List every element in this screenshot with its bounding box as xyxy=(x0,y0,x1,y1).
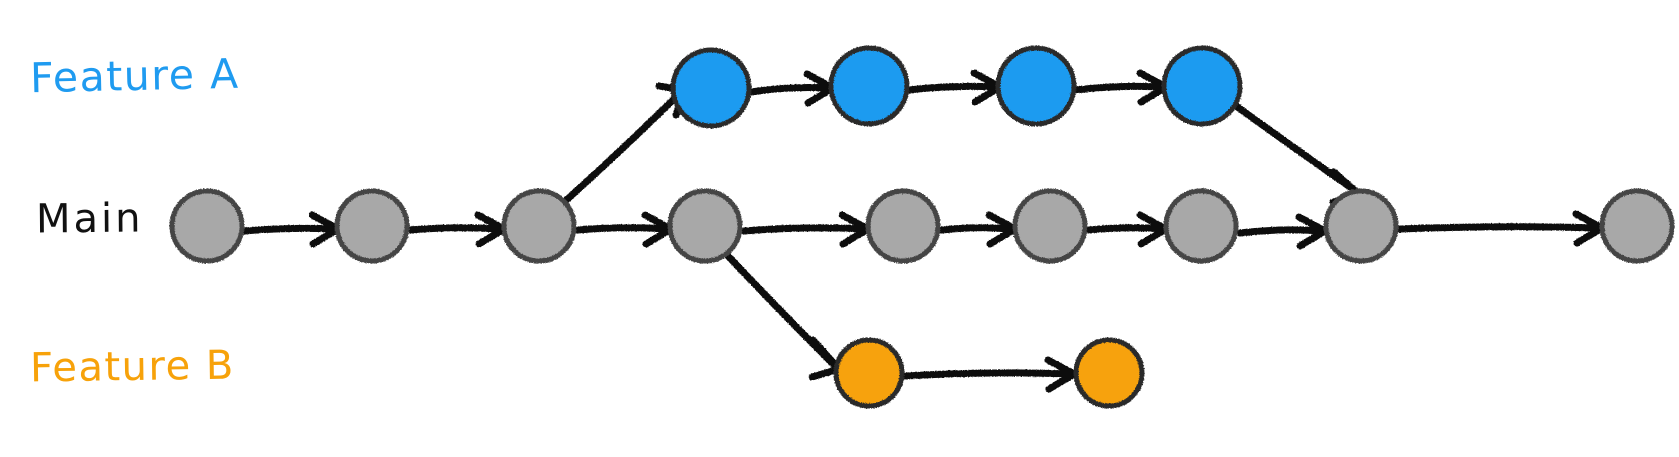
commit-node-m3[interactable] xyxy=(501,188,577,264)
commit-node-b2[interactable] xyxy=(1073,337,1145,409)
commit-node-b1[interactable] xyxy=(833,337,905,409)
commit-node-m8[interactable] xyxy=(1323,188,1399,264)
commit-node-a2[interactable] xyxy=(828,45,910,127)
commit-node-a1[interactable] xyxy=(670,47,752,129)
edge-b1-b2 xyxy=(902,356,1078,393)
edge-m4-m5 xyxy=(740,211,872,248)
edge-m2-m3 xyxy=(406,211,508,248)
nodes-layer xyxy=(169,45,1675,409)
commit-node-a3[interactable] xyxy=(995,45,1077,127)
edge-merge-feature-a-to-main xyxy=(1232,102,1365,206)
branch-label-feature-b: Feature B xyxy=(29,342,236,392)
edge-a3-a4 xyxy=(1072,69,1170,106)
branch-label-main: Main xyxy=(35,195,144,243)
commit-node-m6[interactable] xyxy=(1012,188,1088,264)
commit-node-m2[interactable] xyxy=(334,188,410,264)
edge-a1-a2 xyxy=(747,70,837,107)
commit-node-a4[interactable] xyxy=(1161,45,1243,127)
commit-node-m4[interactable] xyxy=(667,188,743,264)
branch-label-feature-a: Feature A xyxy=(29,49,240,103)
edge-branch-main-to-feature-b xyxy=(724,252,843,381)
edge-m7-m8 xyxy=(1236,213,1329,250)
edge-m6-m7 xyxy=(1085,211,1170,248)
edge-m3-m4 xyxy=(574,211,675,248)
edge-m5-m6 xyxy=(938,211,1019,248)
commit-node-m9[interactable] xyxy=(1599,188,1675,264)
edge-m8-m9 xyxy=(1396,210,1606,247)
commit-node-m5[interactable] xyxy=(865,188,941,264)
commit-node-m1[interactable] xyxy=(169,188,245,264)
edge-branch-main-to-feature-a xyxy=(559,82,688,207)
edge-m1-m2 xyxy=(241,211,342,248)
edge-a2-a3 xyxy=(905,69,1004,106)
commit-node-m7[interactable] xyxy=(1163,188,1239,264)
